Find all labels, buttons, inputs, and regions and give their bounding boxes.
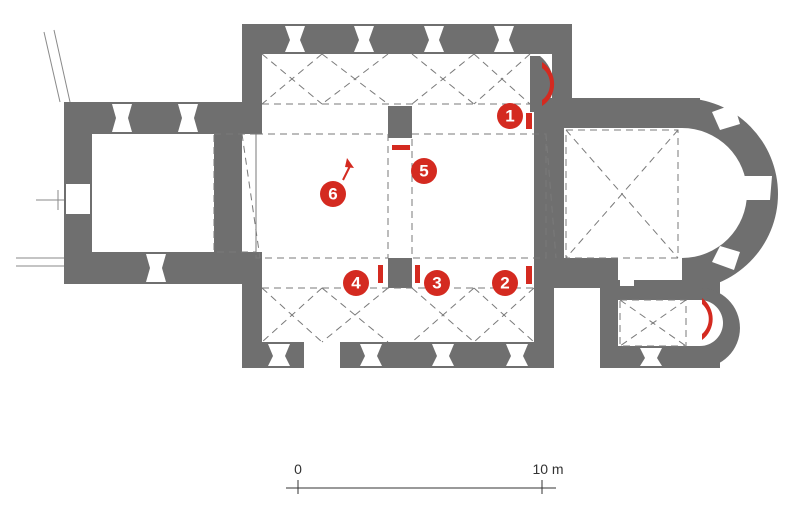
marker-1-label: 1	[505, 107, 514, 126]
numbered-markers: 1 2 3 4 5 6	[320, 103, 523, 296]
scale-start-label: 0	[294, 461, 302, 477]
marker-3: 3	[424, 270, 450, 296]
scale-end-label: 10 m	[532, 461, 563, 477]
marker-1: 1	[497, 103, 523, 129]
marker-4-label: 4	[351, 274, 361, 293]
highlighted-features	[378, 62, 713, 340]
windows	[66, 26, 772, 368]
marker-4: 4	[343, 270, 369, 296]
scale-bar: 0 10 m	[286, 461, 564, 494]
marker-2: 2	[492, 270, 518, 296]
marker-5: 5	[411, 158, 437, 184]
marker-6-label: 6	[328, 185, 337, 204]
vault-lines	[213, 53, 687, 347]
marker-6: 6	[320, 181, 346, 207]
marker-2-label: 2	[500, 274, 509, 293]
marker-3-label: 3	[432, 274, 441, 293]
walls	[64, 24, 778, 368]
direction-arrow	[342, 158, 354, 181]
approach-lines	[16, 29, 71, 267]
marker-5-label: 5	[419, 162, 428, 181]
